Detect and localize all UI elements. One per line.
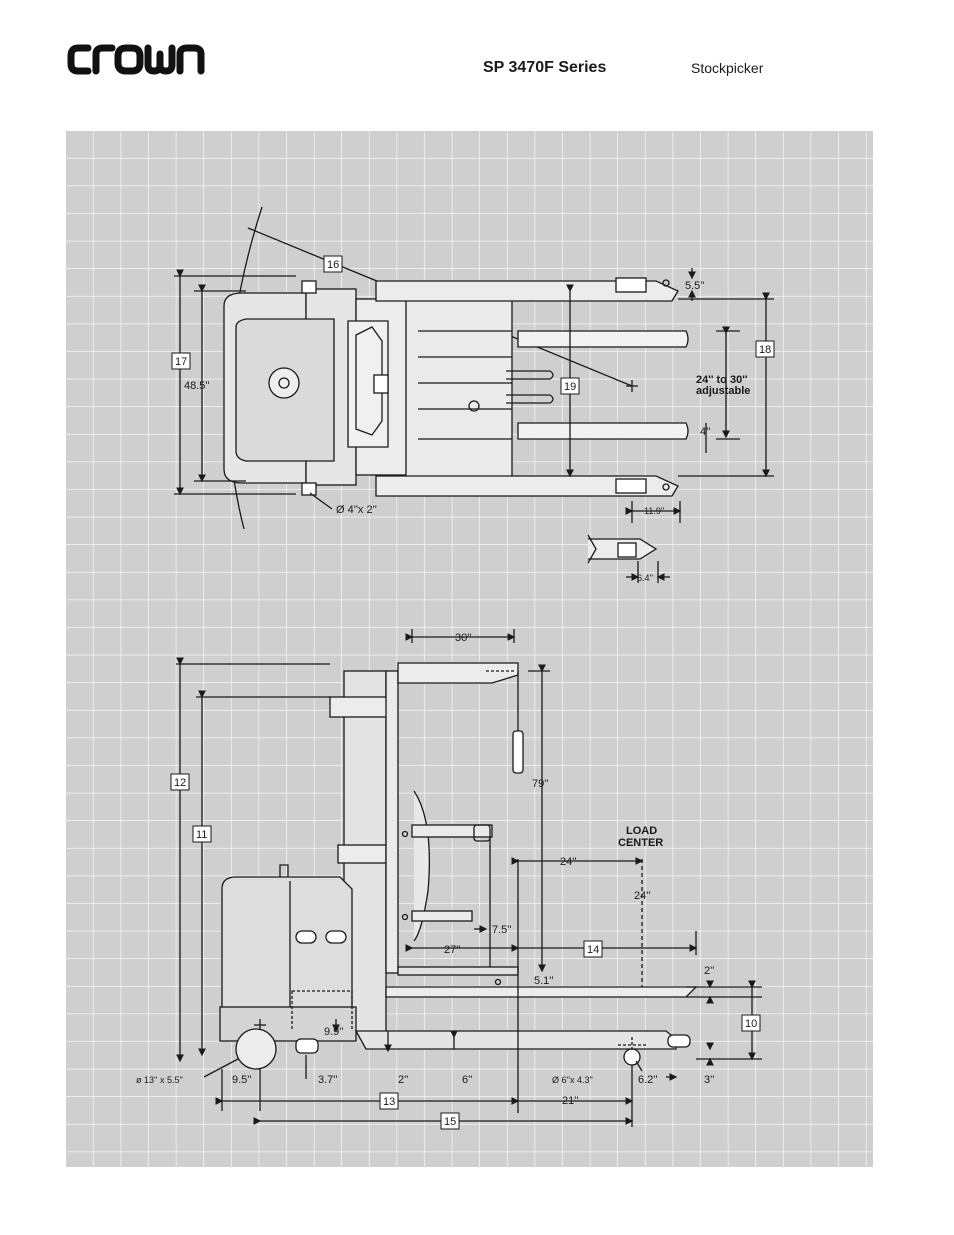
- dim-3-7: 3.7'': [318, 1074, 338, 1086]
- callout-16-text: 16: [327, 259, 339, 271]
- top-view: [174, 206, 774, 583]
- dim-6-2: 6.2'': [638, 1074, 658, 1086]
- dim-2a: 2'': [704, 965, 714, 977]
- callout-14-text: 14: [587, 944, 599, 956]
- load-center-1: LOAD: [626, 825, 657, 837]
- dim-drive-wheel: ø 13'' x 5.5'': [136, 1075, 183, 1085]
- dim-lc-vertical: 24'': [634, 890, 650, 902]
- dim-fork-width: 4'': [700, 426, 710, 438]
- dim-lc-horizontal: 24'': [560, 856, 576, 868]
- callout-14: [583, 940, 603, 958]
- callout-10: [741, 1014, 761, 1032]
- dim-load-wheel: Ø 6''x 4.3'': [552, 1075, 593, 1085]
- dim-30: 30'': [455, 632, 471, 644]
- callout-15-text: 15: [444, 1116, 456, 1128]
- callout-15: [440, 1112, 460, 1130]
- load-center-2: CENTER: [618, 837, 663, 849]
- callout-19: [560, 377, 580, 395]
- callout-16: [323, 255, 343, 273]
- callout-11: [192, 825, 212, 843]
- top-view-callouts: 16 17 18 19 48.5'' 5.5'' 24'' to 30'' ad…: [171, 255, 775, 583]
- dimension-drawing: 16 17 18 19 48.5'' 5.5'' 24'' to 30'' ad…: [66, 131, 873, 1167]
- dim-fork-spread-sub: adjustable: [696, 385, 750, 397]
- callout-13: [379, 1092, 399, 1110]
- callout-12: [170, 773, 190, 791]
- dim-6: 6'': [462, 1074, 472, 1086]
- crown-logo: [67, 44, 205, 75]
- callout-17-text: 17: [175, 356, 187, 368]
- series-title: SP 3470F Series: [483, 59, 607, 76]
- dim-5-1: 5.1'': [534, 975, 554, 987]
- dim-48-5: 48.5'': [184, 380, 210, 392]
- callout-10-text: 10: [745, 1018, 757, 1030]
- dim-outrigger: 11.9'': [644, 506, 665, 516]
- dim-79: 79'': [532, 778, 548, 790]
- side-view: [176, 629, 762, 1127]
- dim-caster: Ø 4''x 2'': [336, 504, 377, 516]
- dim-fork-tip: 5.5'': [685, 280, 705, 292]
- dim-fork-spread: 24'' to 30'': [696, 374, 748, 386]
- dim-3: 3'': [704, 1074, 714, 1086]
- callout-17: [171, 352, 191, 370]
- callout-13-text: 13: [383, 1096, 395, 1108]
- dim-2b: 2'': [398, 1074, 408, 1086]
- callout-11-text: 11: [196, 829, 207, 841]
- series-subtitle: Stockpicker: [691, 60, 764, 76]
- dim-7-5: 7.5'': [492, 924, 512, 936]
- callout-19-text: 19: [564, 381, 576, 393]
- callout-18: [755, 340, 775, 358]
- dim-9-5: 9.5'': [232, 1074, 252, 1086]
- dim-27: 27'': [444, 944, 460, 956]
- callout-12-text: 12: [174, 777, 186, 789]
- callout-18-text: 18: [759, 344, 771, 356]
- dim-9-9: 9.9'': [324, 1026, 344, 1038]
- side-view-callouts: 12 11 14 10 13 15 30'' 79'' LOAD CENTER …: [136, 632, 761, 1130]
- dim-outrigger-tip: 6.4'': [637, 573, 653, 583]
- dimension-svg: 16 17 18 19 48.5'' 5.5'' 24'' to 30'' ad…: [66, 131, 873, 1167]
- dim-21: 21'': [562, 1095, 578, 1107]
